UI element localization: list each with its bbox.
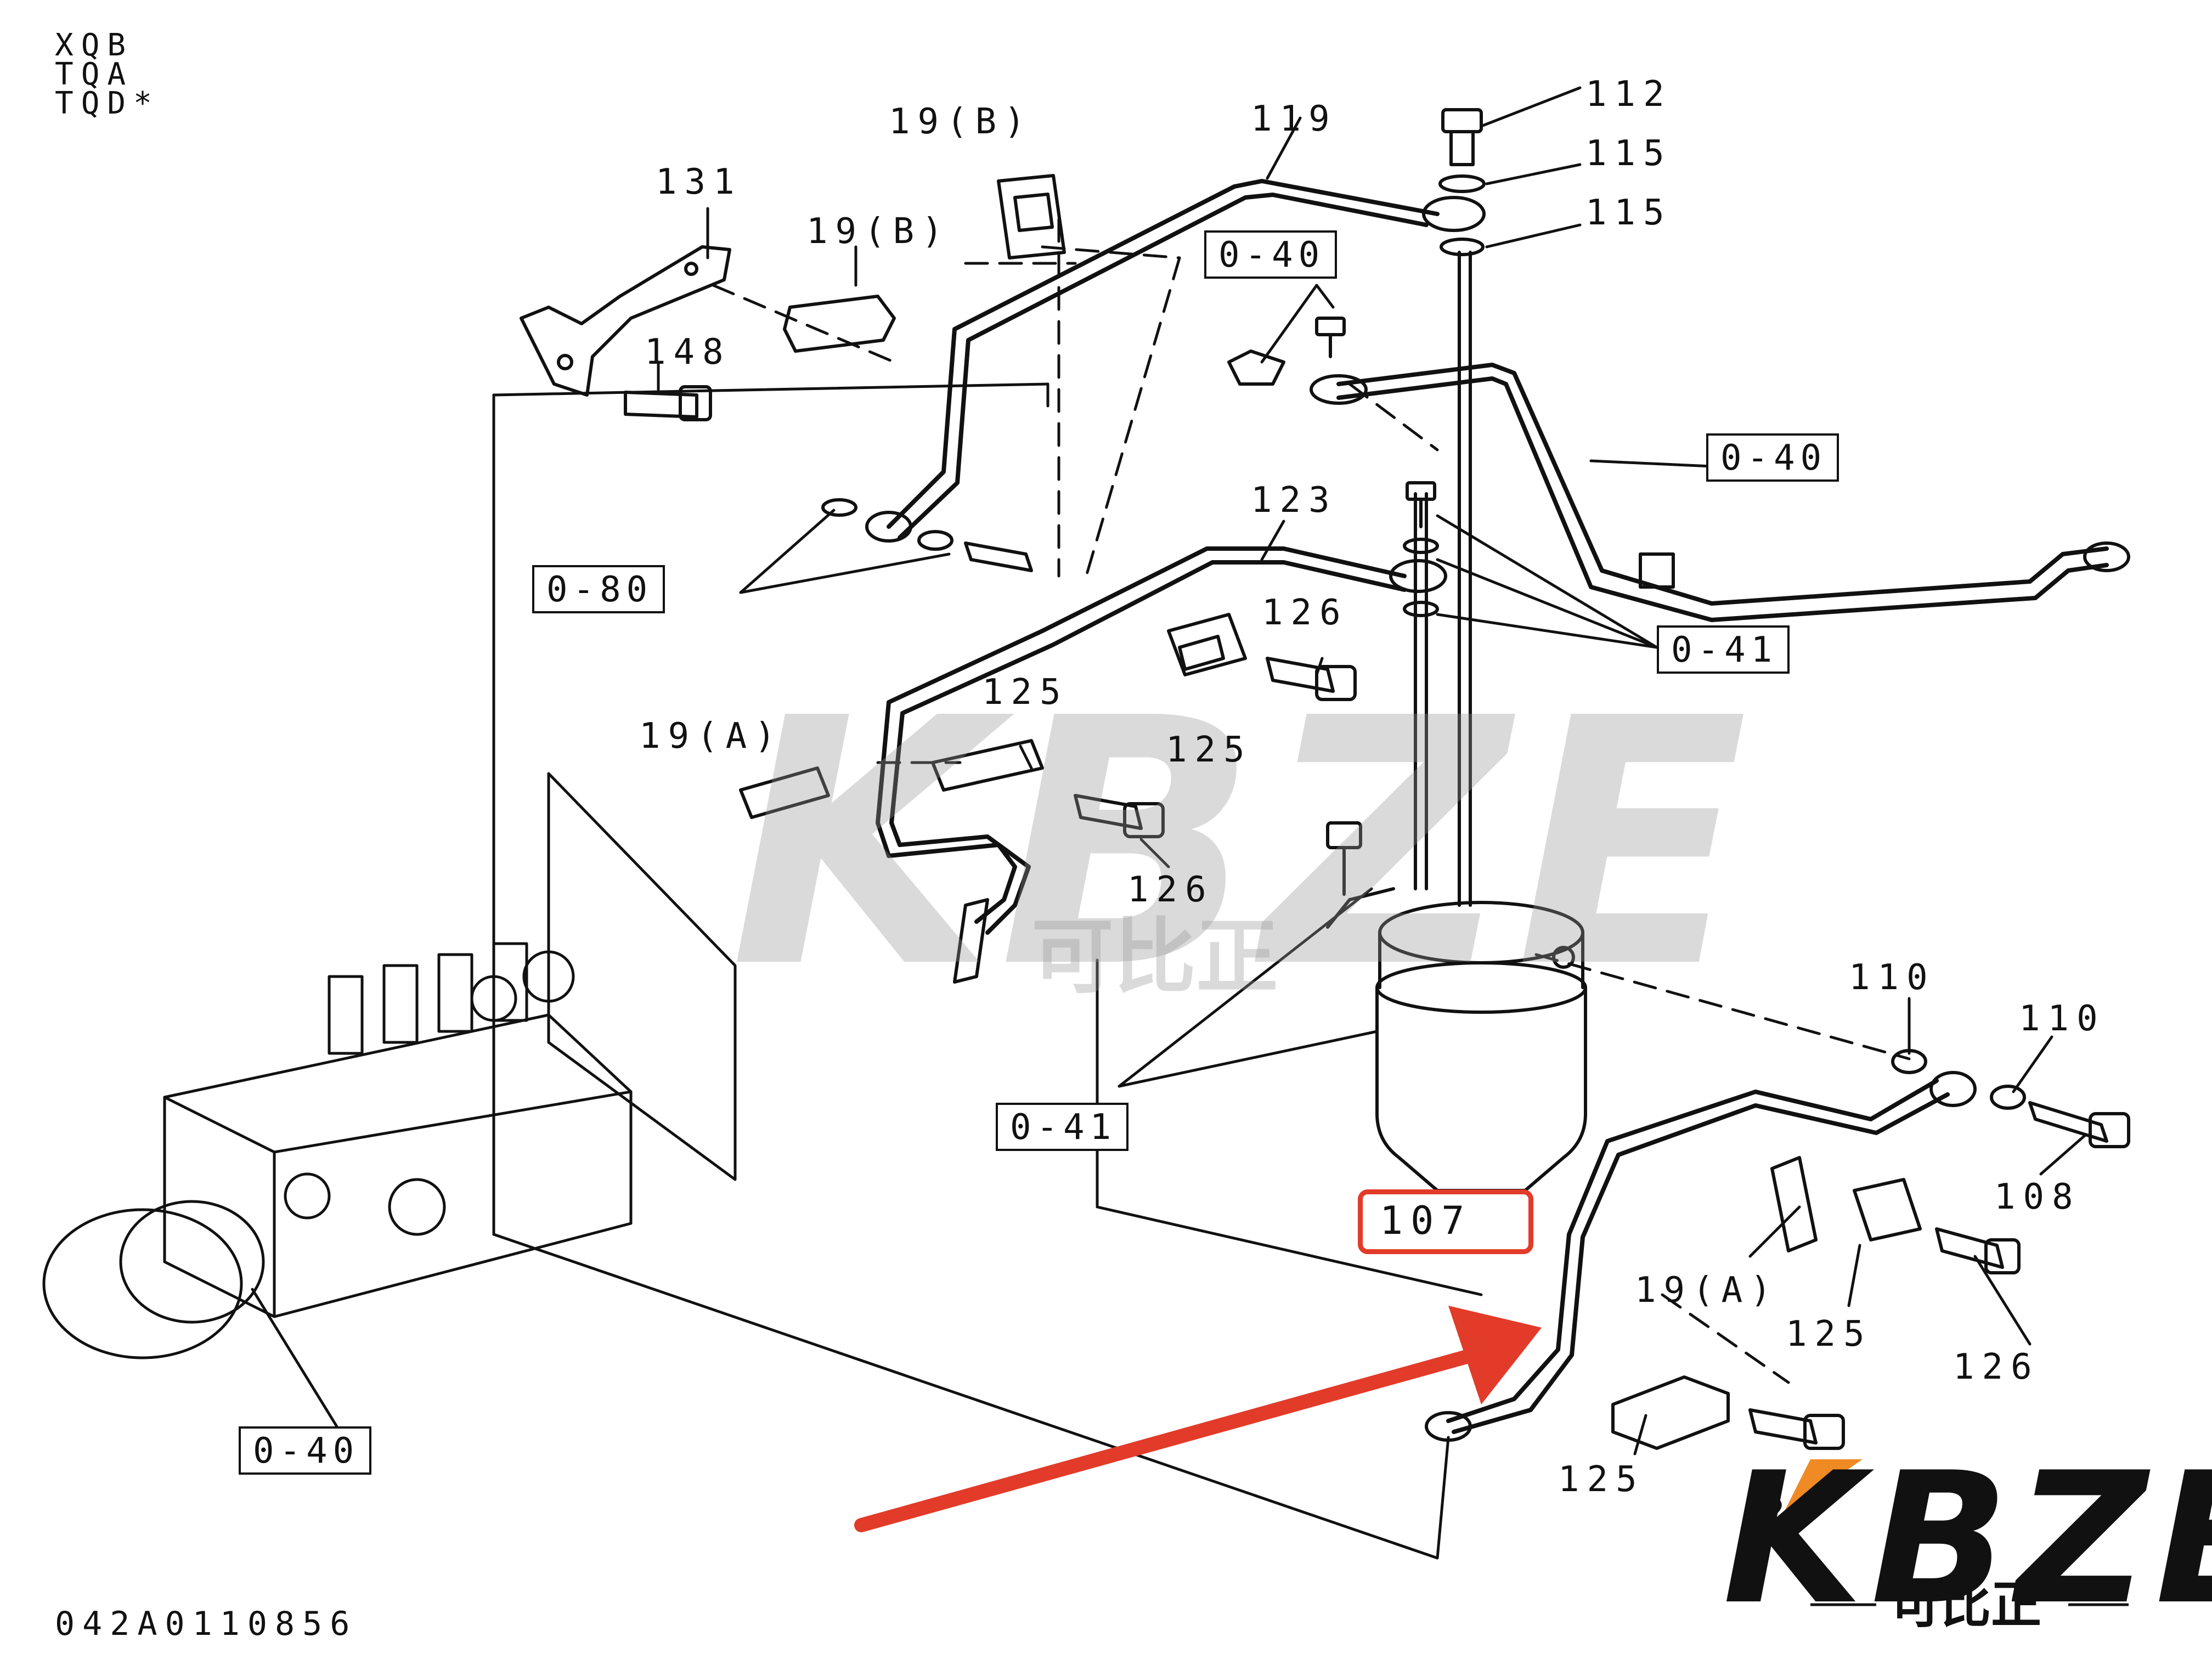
part-label-126-d: 26 — [1764, 1492, 1822, 1533]
pipe-0-40-right — [1336, 363, 2109, 622]
ref-box-0-41-right: 0-41 — [1657, 625, 1790, 674]
part-label-123: 123 — [1251, 480, 1338, 521]
part-label-19b-top: 19(B) — [889, 101, 1033, 142]
watermark-sub: 可比正 — [1031, 910, 1279, 1005]
part-label-110-b: 110 — [2019, 998, 2106, 1039]
logo-accent-shape — [1783, 1459, 1863, 1514]
footer-code: 042A0110856 — [55, 1605, 358, 1643]
ref-box-0-80: 0-80 — [532, 565, 665, 614]
ref-box-0-40-top: 0-40 — [1204, 230, 1338, 279]
part-label-126-c: 126 — [1953, 1347, 2040, 1387]
part-label-108: 108 — [1994, 1177, 2081, 1217]
pipe-107 — [1446, 1079, 1950, 1434]
part-label-115-a: 115 — [1585, 133, 1672, 174]
part-label-110-a: 110 — [1849, 957, 1936, 998]
part-label-19a-right: 19(A) — [1635, 1270, 1779, 1311]
part-label-119: 119 — [1251, 99, 1338, 139]
ref-box-0-41-center: 0-41 — [996, 1103, 1129, 1152]
header-code-3: TQD* — [55, 86, 160, 121]
part-label-19a-left: 19(A) — [639, 716, 783, 757]
brand-logo: KBZE — [1723, 1434, 2212, 1644]
part-label-148: 148 — [645, 332, 731, 373]
part-label-19b-mid: 19(B) — [806, 211, 951, 252]
part-label-131: 131 — [656, 162, 742, 202]
part-label-112: 112 — [1585, 74, 1672, 115]
ref-box-0-40-bottom: 0-40 — [239, 1426, 372, 1475]
leader-lines — [251, 86, 2086, 1455]
ref-box-0-40-right: 0-40 — [1706, 433, 1839, 482]
red-arrow — [854, 1306, 1542, 1532]
brand-logo-sub: 可比正 — [1890, 1576, 2042, 1634]
header-code-2: TQA — [55, 57, 134, 92]
part-label-115-b: 115 — [1585, 193, 1672, 233]
pipe-123 — [876, 546, 1407, 935]
fittings — [520, 108, 2130, 1450]
pipe-119 — [887, 179, 1440, 540]
part-label-126-b: 126 — [1127, 870, 1214, 910]
header-code-1: XQB — [55, 27, 134, 63]
part-label-126-a: 126 — [1262, 592, 1348, 633]
part-label-125-d: 125 — [1558, 1459, 1645, 1500]
highlight-box-107 — [1358, 1189, 1533, 1254]
part-label-125-a: 125 — [982, 672, 1069, 713]
watermark-brand: KBZE — [730, 647, 1754, 1042]
part-label-125-c: 125 — [1786, 1314, 1872, 1355]
part-label-107: 107 — [1380, 1198, 1472, 1243]
injection-pump — [42, 942, 633, 1359]
part-label-125-b: 125 — [1166, 730, 1252, 770]
